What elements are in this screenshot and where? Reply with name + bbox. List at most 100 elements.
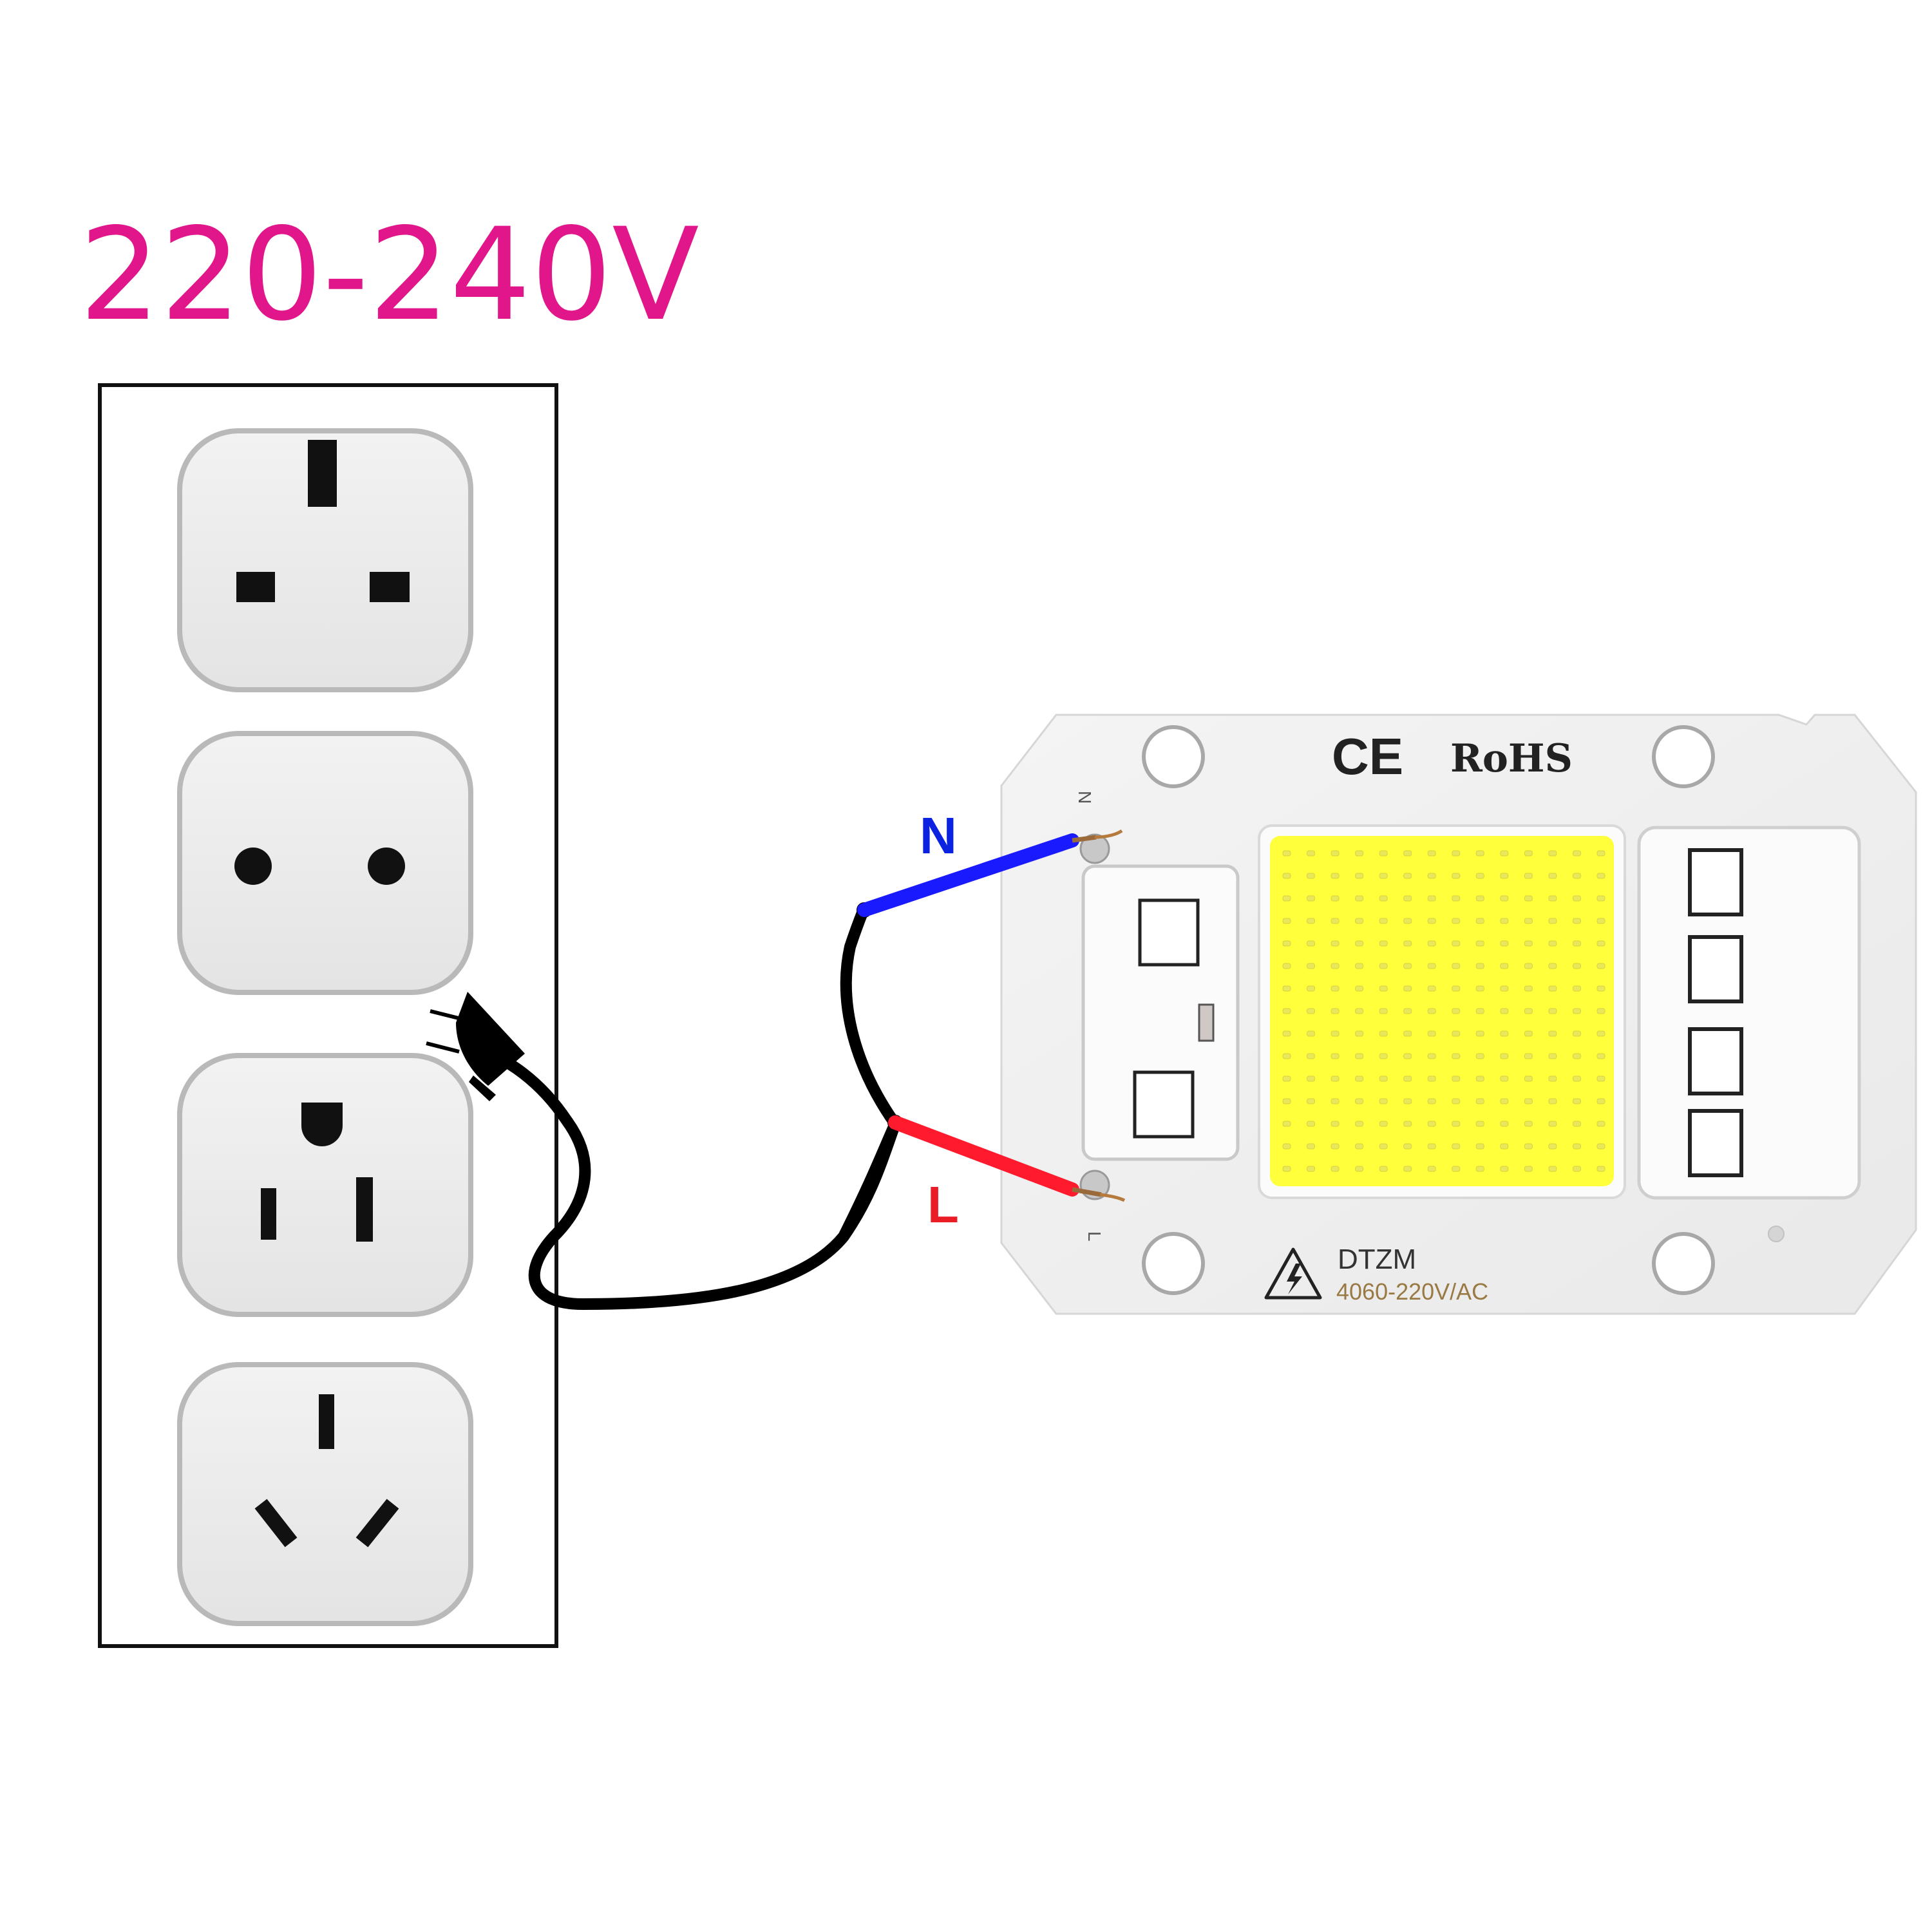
led-chip	[1500, 1121, 1509, 1127]
led-chip	[1452, 1098, 1461, 1104]
led-chip	[1331, 1030, 1340, 1037]
led-chip	[1524, 895, 1533, 902]
led-chip	[1596, 1008, 1605, 1014]
led-chip	[1475, 963, 1484, 969]
rectifier-chip	[1688, 1109, 1743, 1177]
led-chip	[1355, 1098, 1364, 1104]
led-chip	[1573, 1053, 1581, 1059]
led-chip	[1573, 1075, 1581, 1082]
led-chip	[1500, 1053, 1509, 1059]
led-chip	[1403, 895, 1412, 902]
led-chip	[1427, 1098, 1436, 1104]
led-chip	[1548, 985, 1557, 992]
led-chip	[1331, 1053, 1340, 1059]
led-chip	[1475, 1098, 1484, 1104]
led-chip	[1331, 1075, 1340, 1082]
led-chip	[1282, 940, 1291, 947]
led-chip	[1307, 850, 1315, 857]
led-chip	[1282, 918, 1291, 924]
led-chip	[1355, 918, 1364, 924]
led-chip	[1524, 1121, 1533, 1127]
led-chip	[1500, 985, 1509, 992]
led-chip	[1403, 1030, 1412, 1037]
led-chip	[1573, 963, 1581, 969]
led-chip-grid	[1282, 850, 1605, 1172]
led-chip	[1331, 850, 1340, 857]
led-chip	[1379, 1098, 1388, 1104]
high-voltage-warning-icon	[1264, 1247, 1322, 1300]
led-emitter	[1270, 836, 1614, 1186]
ce-mark: CE	[1332, 728, 1403, 785]
led-chip	[1403, 918, 1412, 924]
led-chip	[1403, 1143, 1412, 1150]
led-chip	[1452, 1143, 1461, 1150]
led-chip	[1307, 1053, 1315, 1059]
led-chip	[1379, 1166, 1388, 1172]
led-chip	[1427, 1008, 1436, 1014]
led-chip	[1596, 918, 1605, 924]
led-chip	[1427, 1075, 1436, 1082]
led-chip	[1452, 895, 1461, 902]
led-chip	[1379, 918, 1388, 924]
led-chip	[1524, 940, 1533, 947]
brand-name: DTZM	[1338, 1244, 1416, 1275]
led-chip	[1379, 873, 1388, 879]
led-chip	[1403, 1053, 1412, 1059]
led-chip	[1379, 1143, 1388, 1150]
led-chip	[1307, 963, 1315, 969]
led-chip	[1573, 1121, 1581, 1127]
led-chip	[1500, 850, 1509, 857]
led-chip	[1524, 918, 1533, 924]
mount-hole	[1142, 725, 1205, 788]
led-chip	[1379, 1075, 1388, 1082]
led-chip	[1355, 985, 1364, 992]
led-chip	[1452, 873, 1461, 879]
led-chip	[1331, 1098, 1340, 1104]
led-chip	[1307, 895, 1315, 902]
led-chip	[1548, 1143, 1557, 1150]
led-chip	[1475, 1053, 1484, 1059]
led-chip	[1475, 918, 1484, 924]
led-chip	[1379, 1053, 1388, 1059]
led-chip	[1379, 850, 1388, 857]
led-chip	[1524, 1053, 1533, 1059]
led-chip	[1596, 985, 1605, 992]
led-chip	[1355, 873, 1364, 879]
led-chip	[1596, 1121, 1605, 1127]
live-wire	[888, 1115, 1126, 1202]
led-chip	[1452, 918, 1461, 924]
led-chip	[1427, 1053, 1436, 1059]
led-chip	[1500, 1075, 1509, 1082]
led-chip	[1355, 1075, 1364, 1082]
led-chip	[1331, 985, 1340, 992]
led-chip	[1452, 1166, 1461, 1172]
led-chip	[1282, 1008, 1291, 1014]
led-chip	[1548, 1166, 1557, 1172]
led-chip	[1524, 1143, 1533, 1150]
led-chip	[1307, 940, 1315, 947]
led-chip	[1379, 1121, 1388, 1127]
led-chip	[1307, 1143, 1315, 1150]
led-chip	[1452, 1008, 1461, 1014]
led-chip	[1282, 850, 1291, 857]
neutral-wire	[857, 829, 1123, 917]
led-chip	[1452, 1053, 1461, 1059]
led-chip	[1427, 940, 1436, 947]
led-chip	[1573, 1143, 1581, 1150]
led-chip	[1500, 918, 1509, 924]
led-chip	[1452, 940, 1461, 947]
led-chip	[1596, 1075, 1605, 1082]
neutral-label: N	[920, 807, 957, 864]
led-chip	[1403, 1166, 1412, 1172]
led-chip	[1355, 1121, 1364, 1127]
rohs-mark: RoHS	[1450, 736, 1573, 781]
led-chip	[1379, 1030, 1388, 1037]
led-chip	[1307, 1166, 1315, 1172]
led-chip	[1475, 1030, 1484, 1037]
cob-led-board: CE RoHS N L DTZM 4060-220V/AC	[1000, 714, 1917, 1315]
led-chip	[1282, 1166, 1291, 1172]
led-chip	[1427, 918, 1436, 924]
led-chip	[1596, 1166, 1605, 1172]
resistor	[1198, 1003, 1215, 1042]
led-chip	[1500, 1008, 1509, 1014]
